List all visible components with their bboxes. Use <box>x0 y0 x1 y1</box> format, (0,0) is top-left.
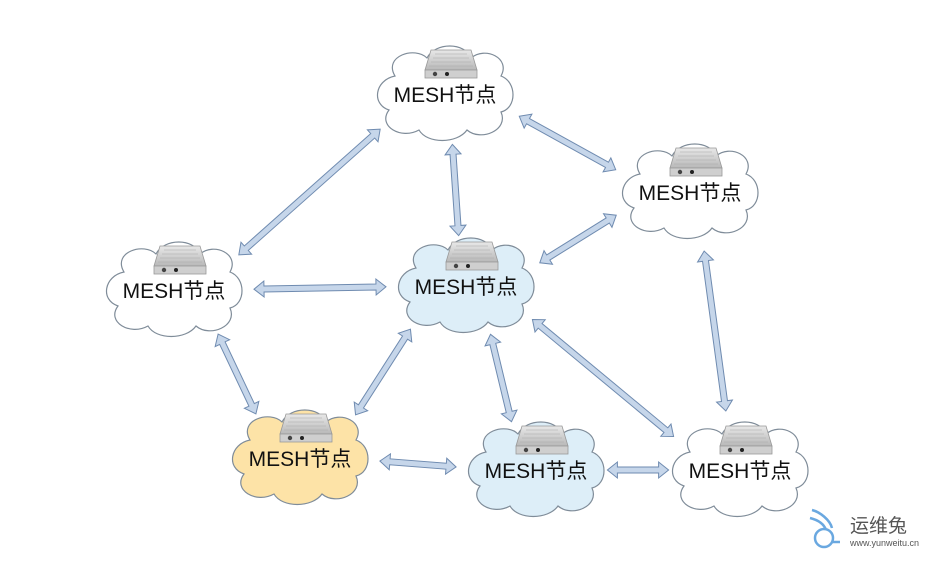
link-arrow-bottom-mid-bottom-right <box>606 460 670 480</box>
mesh-device-icon <box>153 245 207 275</box>
node-label: MESH节点 <box>689 460 792 483</box>
link-arrow-center-bottom-right <box>531 318 675 438</box>
node-label: MESH节点 <box>249 448 352 471</box>
node-label: MESH节点 <box>415 276 518 299</box>
mesh-node-bottom-right: MESH节点 <box>671 421 809 518</box>
link-arrow-center-bottom-left <box>353 328 413 416</box>
mesh-device-icon <box>424 49 478 79</box>
mesh-node-top: MESH节点 <box>376 45 514 142</box>
link-arrow-center-bottom-mid <box>484 333 518 423</box>
mesh-node-center: MESH节点 <box>397 237 535 334</box>
link-arrow-top-left <box>238 128 381 256</box>
mesh-node-left: MESH节点 <box>105 241 243 338</box>
mesh-node-bottom-mid: MESH节点 <box>467 421 605 518</box>
link-arrow-left-center <box>253 277 387 299</box>
mesh-device-icon <box>515 425 569 455</box>
node-label: MESH节点 <box>394 84 497 107</box>
node-label: MESH节点 <box>639 182 742 205</box>
node-label: MESH节点 <box>485 460 588 483</box>
link-arrow-left-bottom-left <box>214 333 260 415</box>
rabbit-logo-icon <box>809 508 840 549</box>
watermark-name: 运维兔 <box>850 515 907 537</box>
link-arrow-right-bottom-right <box>696 250 734 412</box>
mesh-device-icon <box>669 147 723 177</box>
mesh-device-icon <box>445 241 499 271</box>
link-arrow-top-center <box>444 143 467 237</box>
link-arrow-bottom-left-bottom-mid <box>379 452 457 476</box>
link-arrow-top-right <box>518 113 617 173</box>
watermark-url: www.yunweitu.cn <box>849 538 919 548</box>
mesh-device-icon <box>719 425 773 455</box>
watermark: 运维兔 www.yunweitu.cn <box>809 508 919 549</box>
mesh-device-icon <box>279 413 333 443</box>
mesh-node-right: MESH节点 <box>621 143 759 240</box>
mesh-node-bottom-left: MESH节点 <box>231 409 369 506</box>
node-label: MESH节点 <box>123 280 226 303</box>
link-arrow-right-center <box>539 213 617 265</box>
